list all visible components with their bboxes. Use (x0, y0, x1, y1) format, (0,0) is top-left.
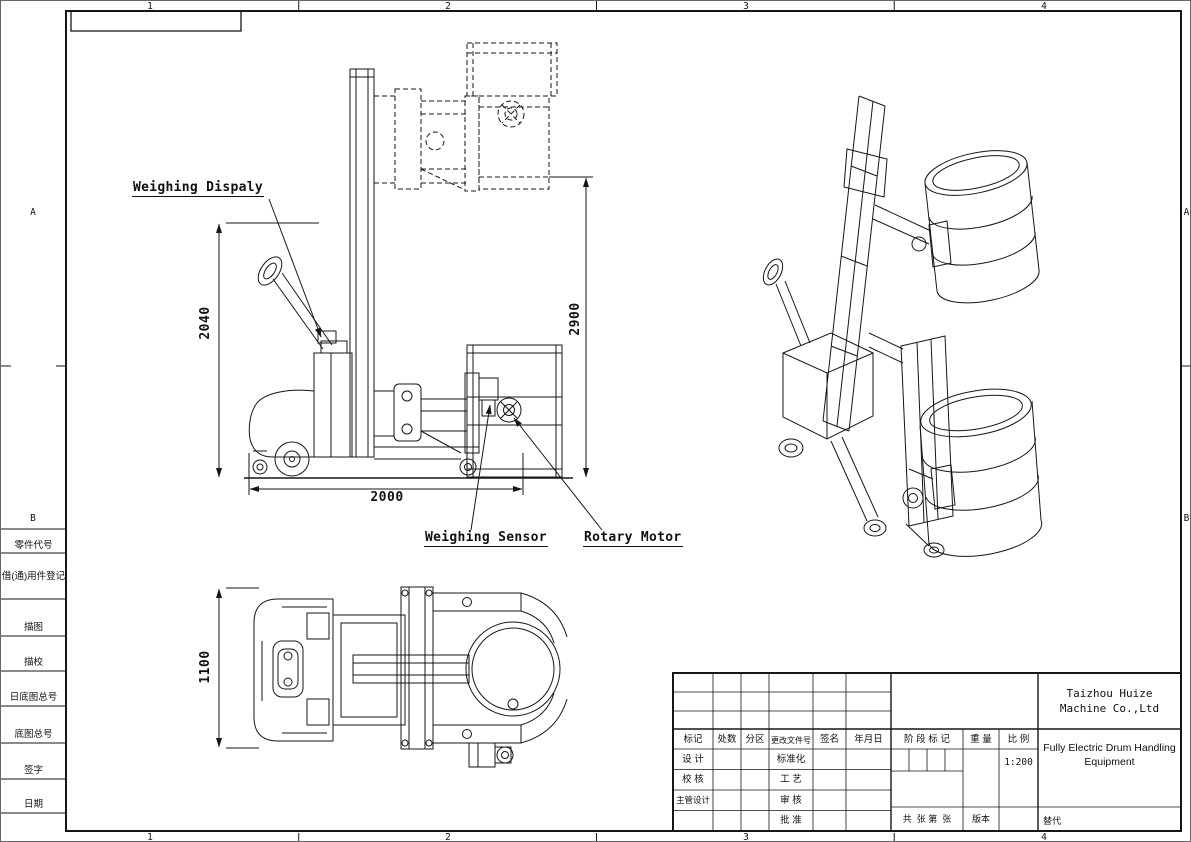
drawing-title-line2: Equipment (1084, 756, 1135, 768)
zone-bottom-4: 4 (1041, 832, 1047, 842)
sign-row-approve: 批 准 (780, 815, 802, 826)
left-table-row-signature: 签字 (23, 765, 43, 776)
zone-left-b: B (30, 513, 36, 524)
dim-lift-height: 2900 (568, 302, 583, 336)
rotary-motor-label: Rotary Motor (583, 530, 683, 547)
left-table-row-tracing: 描图 (23, 622, 43, 633)
sign-row-chief-designer: 主管设计 (675, 795, 710, 805)
dim-overall-length: 2000 (370, 490, 404, 505)
dim-overall-width: 1100 (198, 650, 213, 684)
zone-bottom-2: 2 (445, 832, 451, 842)
rev-header-count: 处数 (717, 734, 737, 745)
isometric-view (762, 95, 1043, 558)
zone-top-2: 2 (445, 1, 451, 12)
zone-bottom-3: 3 (743, 832, 749, 842)
zone-top-4: 4 (1041, 1, 1047, 12)
dimension-lines (216, 176, 593, 749)
zone-left-a: A (30, 207, 36, 218)
rev-header-signature: 签名 (819, 734, 839, 745)
sign-row-review: 审 核 (780, 795, 802, 806)
substitute-label: 替代 (1043, 816, 1062, 826)
zone-bottom-1: 1 (147, 832, 153, 842)
sign-row-standardization: 标准化 (776, 754, 806, 765)
weight-label: 重 量 (970, 734, 992, 745)
left-table-row-date: 日期 (23, 799, 43, 810)
sign-row-check: 校 核 (682, 774, 704, 785)
rev-header-zone: 分区 (745, 734, 765, 745)
side-view (244, 42, 573, 479)
rev-header-date: 年月日 (854, 734, 883, 745)
top-view (253, 586, 568, 768)
version-label: 版本 (971, 814, 990, 824)
dim-overall-height: 2040 (198, 306, 213, 340)
zone-right-a: A (1183, 207, 1190, 218)
company-name-line2: Machine Co.,Ltd (1059, 702, 1160, 715)
company-name-line1: Taizhou Huize (1066, 687, 1153, 700)
weighing-sensor-label: Weighing Sensor (424, 530, 548, 547)
sheet-count-label: 共 张 第 张 (902, 814, 952, 824)
zone-top-1: 1 (147, 1, 153, 12)
sign-row-design: 设 计 (682, 754, 704, 765)
sign-row-process: 工 艺 (780, 774, 802, 785)
left-table-row-old-master-no: 日底图总号 (9, 692, 58, 703)
drawing-title-line1: Fully Electric Drum Handling (1043, 742, 1176, 754)
scale-label: 比 例 (1007, 734, 1030, 745)
left-table-row-borrowed-parts: 借(通)用件登记 (1, 571, 66, 582)
rev-header-mark: 标记 (683, 734, 703, 745)
leader-lines (268, 198, 603, 531)
stage-mark-label: 阶 段 标 记 (904, 734, 950, 745)
zone-top-3: 3 (743, 1, 749, 12)
left-table-row-trace-check: 描校 (23, 657, 43, 668)
title-block-rules (672, 672, 1182, 832)
rev-header-change-doc-no: 更改文件号 (771, 736, 811, 745)
scale-value: 1:200 (1004, 757, 1033, 768)
weighing-display-label: Weighing Dispaly (132, 180, 265, 197)
left-table-row-part-code: 零件代号 (14, 540, 53, 551)
left-table-row-master-no: 底图总号 (14, 729, 53, 740)
zone-right-b: B (1183, 513, 1190, 524)
